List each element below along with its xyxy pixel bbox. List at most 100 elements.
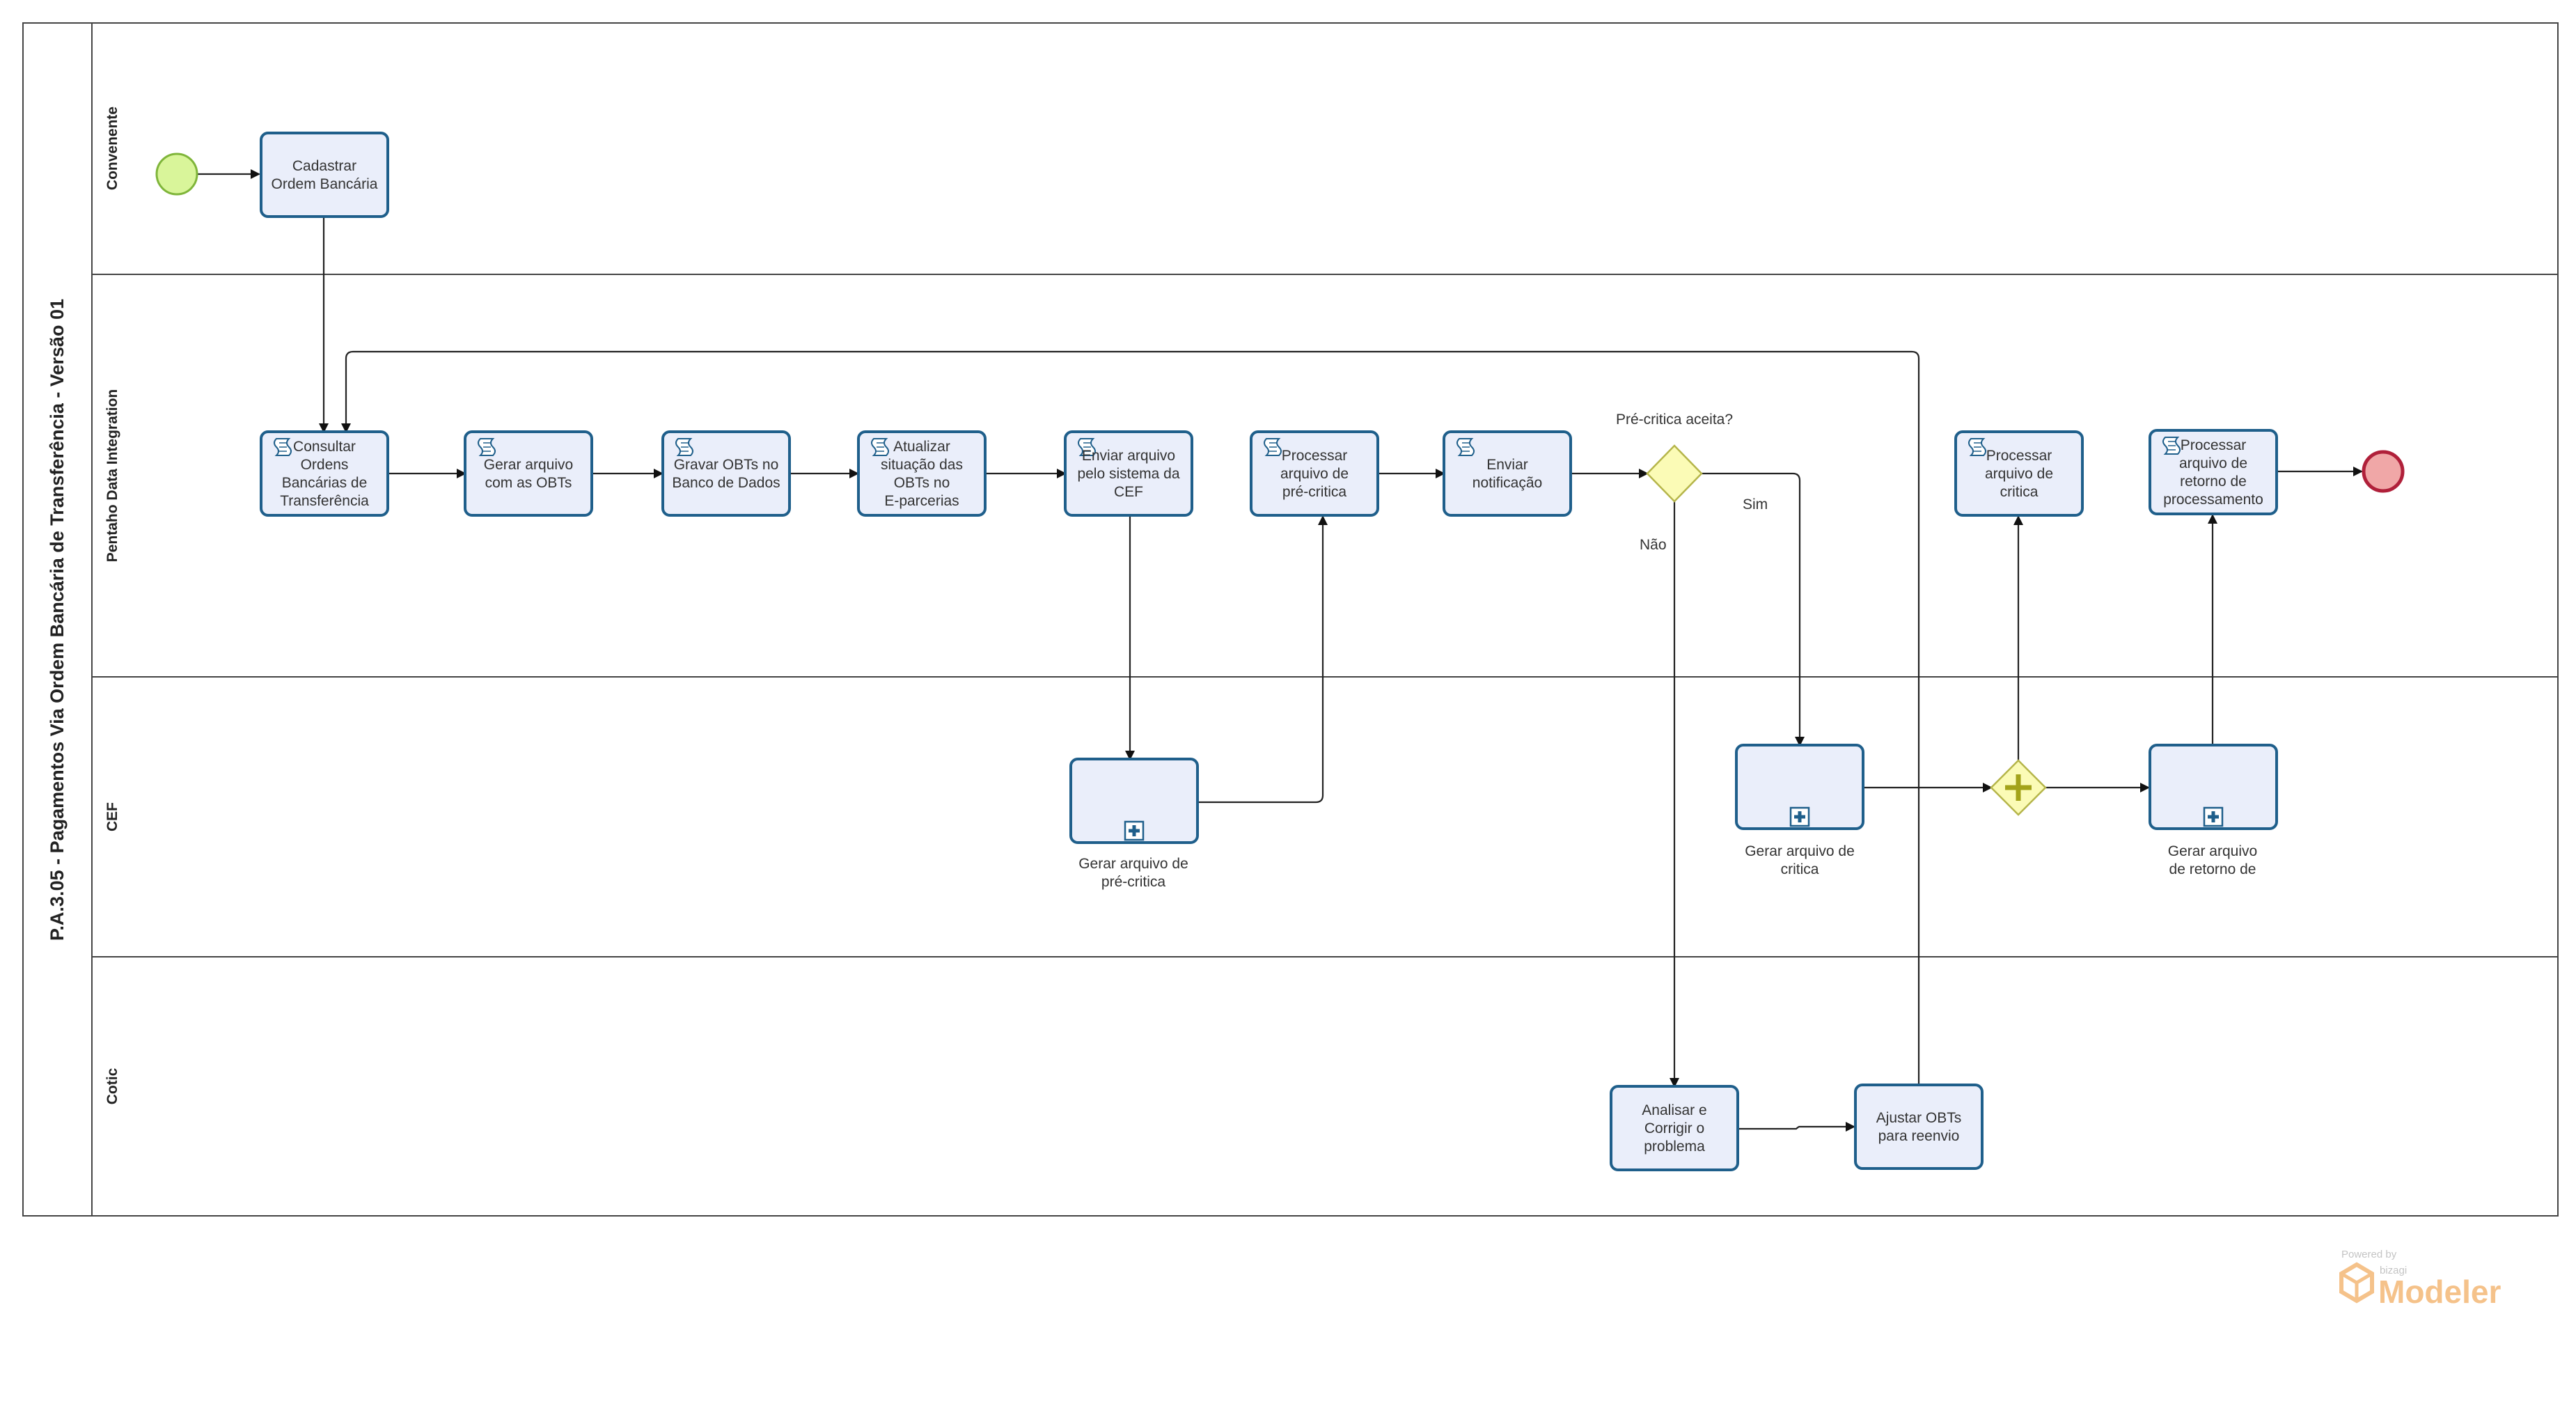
- task-box: [1064, 430, 1193, 517]
- powered-by-label: Powered by: [2341, 1249, 2397, 1260]
- task-box: [260, 430, 389, 517]
- task-processar-critica[interactable]: Processar arquivo de critica: [1954, 430, 2084, 517]
- start-event: [155, 153, 198, 196]
- subprocess-box: [2149, 744, 2278, 830]
- task-label-line: Transferência: [280, 493, 369, 509]
- task-box: [1610, 1085, 1739, 1171]
- task-label-line: Banco de Dados: [672, 475, 780, 491]
- task-label-line: pré-critica: [1282, 484, 1347, 500]
- subprocess-box: [1069, 758, 1199, 844]
- task-label-line: para reenvio: [1878, 1128, 1960, 1144]
- lane-label-convenente: Convenente: [104, 107, 120, 190]
- task-box: [260, 132, 389, 218]
- subprocess-gerar-retorno[interactable]: Gerar arquivo de retorno de: [2149, 744, 2278, 877]
- task-label-line: Ajustar OBTs: [1876, 1110, 1962, 1126]
- task-enviar-arquivo[interactable]: Enviar arquivo pelo sistema da CEF: [1064, 430, 1193, 517]
- lane-label-pentaho: Pentaho Data Integration: [104, 389, 120, 563]
- task-label-line: Enviar arquivo: [1082, 448, 1175, 464]
- task-box: [1250, 430, 1379, 517]
- task-gravar[interactable]: Gravar OBTs no Banco de Dados: [661, 430, 791, 517]
- task-box: [1854, 1084, 1984, 1170]
- task-label-line: Ordem Bancária: [272, 176, 378, 192]
- brand-label: Modeler: [2378, 1274, 2501, 1310]
- exclusive-gateway: [1646, 444, 1703, 503]
- script-task-icon: [1078, 438, 1096, 456]
- task-label-line: notificação: [1472, 475, 1542, 491]
- task-label-line: Corrigir o: [1644, 1120, 1704, 1136]
- task-label-line: pelo sistema da: [1077, 466, 1179, 482]
- subprocess-label-line: Gerar arquivo de: [1745, 843, 1855, 859]
- flow-gateway-sim: [1701, 472, 1805, 746]
- gateway-question: Pré-critica aceita?: [1616, 412, 1733, 428]
- task-enviar-notif[interactable]: Enviar notificação: [1443, 430, 1572, 517]
- sequence-flows: [198, 169, 2363, 1132]
- task-box: [1954, 430, 2084, 517]
- task-gerar-obts[interactable]: Gerar arquivo com as OBTs: [464, 430, 593, 517]
- subprocess-label-line: critica: [1781, 861, 1819, 877]
- script-task-icon: [1456, 438, 1475, 456]
- subprocess-label-line: pré-critica: [1101, 874, 1166, 890]
- task-label-line: critica: [2000, 484, 2039, 500]
- task-label-line: Gravar OBTs no: [674, 457, 779, 473]
- task-box: [661, 430, 791, 517]
- task-label-line: Processar: [2181, 437, 2247, 453]
- brand-small-label: bizagi: [2380, 1265, 2407, 1276]
- task-label-line: Gerar arquivo: [484, 457, 573, 473]
- subprocess-expand-icon: [2203, 806, 2224, 827]
- task-label-line: situação das: [881, 457, 963, 473]
- task-label-line: Bancárias de: [282, 475, 368, 491]
- subprocess-expand-icon: [1789, 806, 1810, 827]
- subprocess-box: [1735, 744, 1864, 830]
- script-task-icon: [1968, 438, 1986, 456]
- task-box: [464, 430, 593, 517]
- task-label-line: arquivo de: [2179, 455, 2247, 471]
- subprocess-gerar-pre[interactable]: Gerar arquivo de pré-critica: [1069, 758, 1199, 890]
- script-task-icon: [2162, 437, 2181, 455]
- script-task-icon: [478, 438, 496, 456]
- pool-border: [22, 22, 2559, 1217]
- task-ajustar[interactable]: Ajustar OBTs para reenvio: [1854, 1084, 1984, 1170]
- end-event: [2362, 450, 2405, 493]
- task-label-line: CEF: [1114, 484, 1143, 500]
- gateway-no-label: Não: [1640, 537, 1667, 553]
- flow-ajustar-to-consultar: [341, 350, 1920, 1085]
- lane-label-cotic: Cotic: [104, 1068, 120, 1104]
- task-label-line: Enviar: [1486, 457, 1528, 473]
- bizagi-logo-icon: [2339, 1262, 2374, 1304]
- task-label-line: Processar: [1986, 448, 2052, 464]
- pool-title: P.A.3.05 - Pagamentos Via Ordem Bancária…: [47, 299, 68, 941]
- task-processar-pre[interactable]: Processar arquivo de pré-critica: [1250, 430, 1379, 517]
- task-box: [857, 430, 987, 517]
- flow-analisar-to-ajustar: [1738, 1122, 1855, 1132]
- task-analisar[interactable]: Analisar e Corrigir o problema: [1610, 1085, 1739, 1171]
- subprocess-label-line: Gerar arquivo: [2168, 843, 2257, 859]
- flow-gerar-pre-to-processar: [1196, 515, 1328, 804]
- bizagi-watermark: Powered by bizagi Modeler: [2339, 1249, 2501, 1310]
- task-label-line: arquivo de: [1280, 466, 1349, 482]
- task-box: [2149, 429, 2278, 515]
- parallel-plus-icon: [2005, 774, 2032, 801]
- script-task-icon: [274, 438, 292, 456]
- subprocess-label-line: de retorno de: [2169, 861, 2256, 877]
- subprocess-label-line: Gerar arquivo de: [1078, 856, 1188, 872]
- task-label-line: arquivo de: [1985, 466, 2053, 482]
- task-label-line: problema: [1644, 1139, 1705, 1155]
- task-label-line: OBTs no: [894, 475, 950, 491]
- subprocess-gerar-critica[interactable]: Gerar arquivo de critica: [1735, 744, 1864, 877]
- script-task-icon: [1264, 438, 1282, 456]
- task-label-line: Cadastrar: [292, 158, 356, 174]
- task-label-line: Processar: [1282, 448, 1348, 464]
- lane-label-cef: CEF: [104, 802, 120, 831]
- task-box: [1443, 430, 1572, 517]
- task-label-line: E-parcerias: [884, 493, 959, 509]
- script-task-icon: [871, 438, 889, 456]
- task-label-line: Analisar e: [1642, 1102, 1706, 1118]
- task-label-line: Ordens: [301, 457, 349, 473]
- task-label-line: com as OBTs: [485, 475, 572, 491]
- subprocess-expand-icon: [1124, 820, 1145, 841]
